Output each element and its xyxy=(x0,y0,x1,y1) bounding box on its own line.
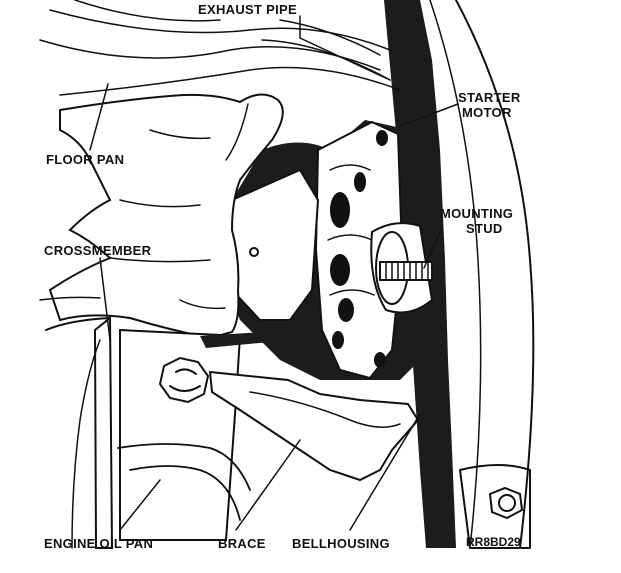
brace-tab xyxy=(200,332,270,348)
leader-crossmember xyxy=(99,257,111,341)
floor-pan-contours xyxy=(39,0,401,96)
label-bellhousing: BELLHOUSING xyxy=(292,536,390,551)
leader-lines xyxy=(89,15,459,531)
figure-code: RR8BD29 xyxy=(466,535,521,549)
bellhousing-outer-curve xyxy=(455,0,535,549)
label-starter-motor-2: MOTOR xyxy=(462,105,512,120)
label-engine-oil-pan: ENGINE OIL PAN xyxy=(44,536,153,551)
brace-nut xyxy=(158,356,210,404)
brace xyxy=(208,370,420,482)
label-mounting-stud-1: MOUNTING xyxy=(440,206,513,221)
label-crossmember: CROSSMEMBER xyxy=(44,243,152,258)
bellhousing-inner-line xyxy=(429,0,482,549)
bracket-hole xyxy=(249,247,259,257)
leader-floor-pan xyxy=(89,83,109,151)
label-floor-pan: FLOOR PAN xyxy=(46,152,124,167)
label-brace: BRACE xyxy=(218,536,266,551)
brace-detail xyxy=(249,391,401,428)
hand-glove-creases xyxy=(109,103,249,310)
leader-mounting-stud xyxy=(423,227,443,269)
leader-exhaust-pipe xyxy=(299,15,391,81)
label-mounting-stud-2: STUD xyxy=(466,221,503,236)
leader-engine-oil-pan xyxy=(119,479,161,531)
leader-bellhousing xyxy=(349,413,421,531)
label-starter-motor-1: STARTER xyxy=(458,90,521,105)
starter-flange-detail xyxy=(327,164,375,296)
label-exhaust-pipe: EXHAUST PIPE xyxy=(198,2,297,17)
hand-glove xyxy=(48,93,284,340)
crossmember xyxy=(39,296,114,549)
mounting-stud xyxy=(379,261,433,281)
starter-flange-holes xyxy=(330,130,388,368)
bellhousing-lower-flange xyxy=(459,464,531,549)
bellhousing-bolt xyxy=(488,486,524,520)
leader-brace xyxy=(235,439,301,531)
leader-starter-motor xyxy=(399,103,459,127)
